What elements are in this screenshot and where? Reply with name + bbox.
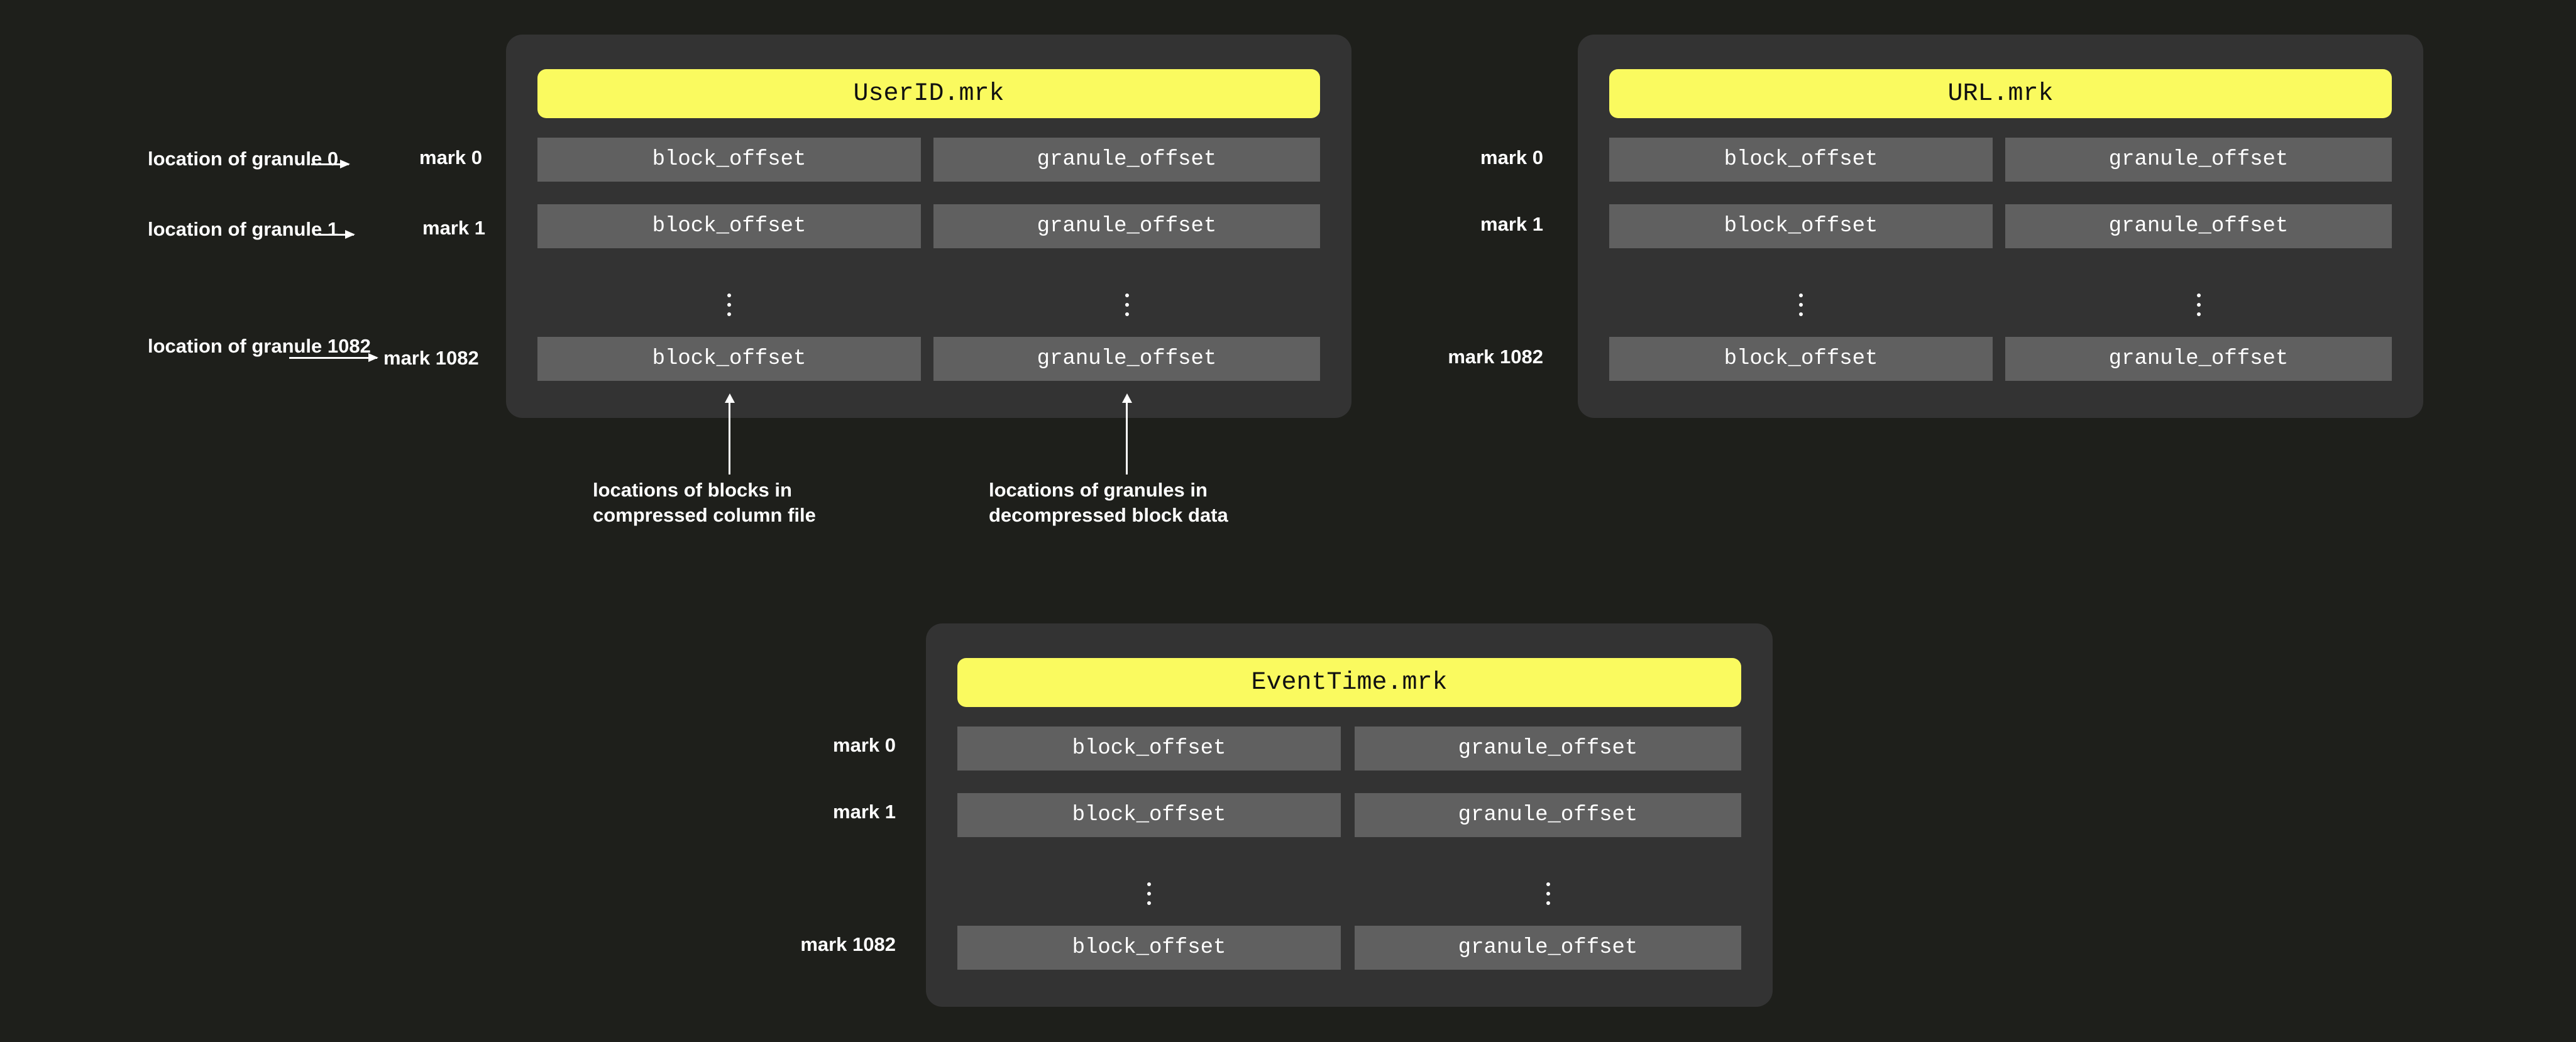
card-title-eventtime: EventTime.mrk <box>957 658 1741 707</box>
block-offset-caption: locations of blocks in compressed column… <box>593 479 816 527</box>
vertical-ellipsis-icon <box>957 875 1341 913</box>
mark-label-url-1: mark 1 <box>1480 213 1543 235</box>
vertical-ellipsis-icon <box>537 286 921 324</box>
vertical-ellipsis-icon <box>933 286 1320 324</box>
cell-block-offset: block_offset <box>957 793 1341 837</box>
mark-label-eventtime-1: mark 1 <box>833 801 896 823</box>
mark-label-url-1082: mark 1082 <box>1448 346 1543 368</box>
mark-1082-target-label: mark 1082 <box>383 347 479 369</box>
vertical-ellipsis-icon <box>1609 286 1993 324</box>
cell-block-offset: block_offset <box>1609 337 1993 381</box>
cell-block-offset: block_offset <box>537 337 921 381</box>
card-title-url: URL.mrk <box>1609 69 2392 118</box>
block-offset-caption-arrow <box>724 393 735 474</box>
granule-1082-location-label: location of granule 1082 <box>148 335 371 357</box>
cell-granule-offset: granule_offset <box>2005 204 2392 248</box>
granule-1082-arrow <box>289 353 378 362</box>
cell-block-offset: block_offset <box>957 727 1341 771</box>
mark-file-card-url: URL.mrk block_offset granule_offset bloc… <box>1578 35 2423 418</box>
vertical-ellipsis-icon <box>1355 875 1741 913</box>
card-title-userid: UserID.mrk <box>537 69 1320 118</box>
mark-0-target-label: mark 0 <box>419 146 482 168</box>
cell-granule-offset: granule_offset <box>2005 138 2392 182</box>
granule-0-location-label: location of granule 0 <box>148 148 339 170</box>
cell-granule-offset: granule_offset <box>1355 793 1741 837</box>
mark-label-eventtime-1082: mark 1082 <box>800 933 896 955</box>
cell-granule-offset: granule_offset <box>1355 727 1741 771</box>
granule-1-arrow <box>316 230 355 239</box>
mark-file-card-eventtime: EventTime.mrk block_offset granule_offse… <box>926 623 1773 1007</box>
granule-offset-caption-arrow <box>1121 393 1132 474</box>
cell-block-offset: block_offset <box>537 204 921 248</box>
cell-granule-offset: granule_offset <box>1355 926 1741 970</box>
mark-file-card-userid: UserID.mrk block_offset granule_offset b… <box>506 35 1351 418</box>
mark-label-eventtime-0: mark 0 <box>833 734 896 756</box>
cell-granule-offset: granule_offset <box>933 337 1320 381</box>
cell-block-offset: block_offset <box>957 926 1341 970</box>
cell-block-offset: block_offset <box>1609 138 1993 182</box>
cell-granule-offset: granule_offset <box>2005 337 2392 381</box>
vertical-ellipsis-icon <box>2005 286 2392 324</box>
granule-offset-caption: locations of granules in decompressed bl… <box>989 479 1228 527</box>
granule-0-arrow <box>311 160 350 168</box>
cell-block-offset: block_offset <box>1609 204 1993 248</box>
mark-1-target-label: mark 1 <box>422 217 485 239</box>
cell-block-offset: block_offset <box>537 138 921 182</box>
cell-granule-offset: granule_offset <box>933 204 1320 248</box>
mark-label-url-0: mark 0 <box>1480 146 1543 168</box>
granule-1-location-label: location of granule 1 <box>148 218 339 240</box>
cell-granule-offset: granule_offset <box>933 138 1320 182</box>
